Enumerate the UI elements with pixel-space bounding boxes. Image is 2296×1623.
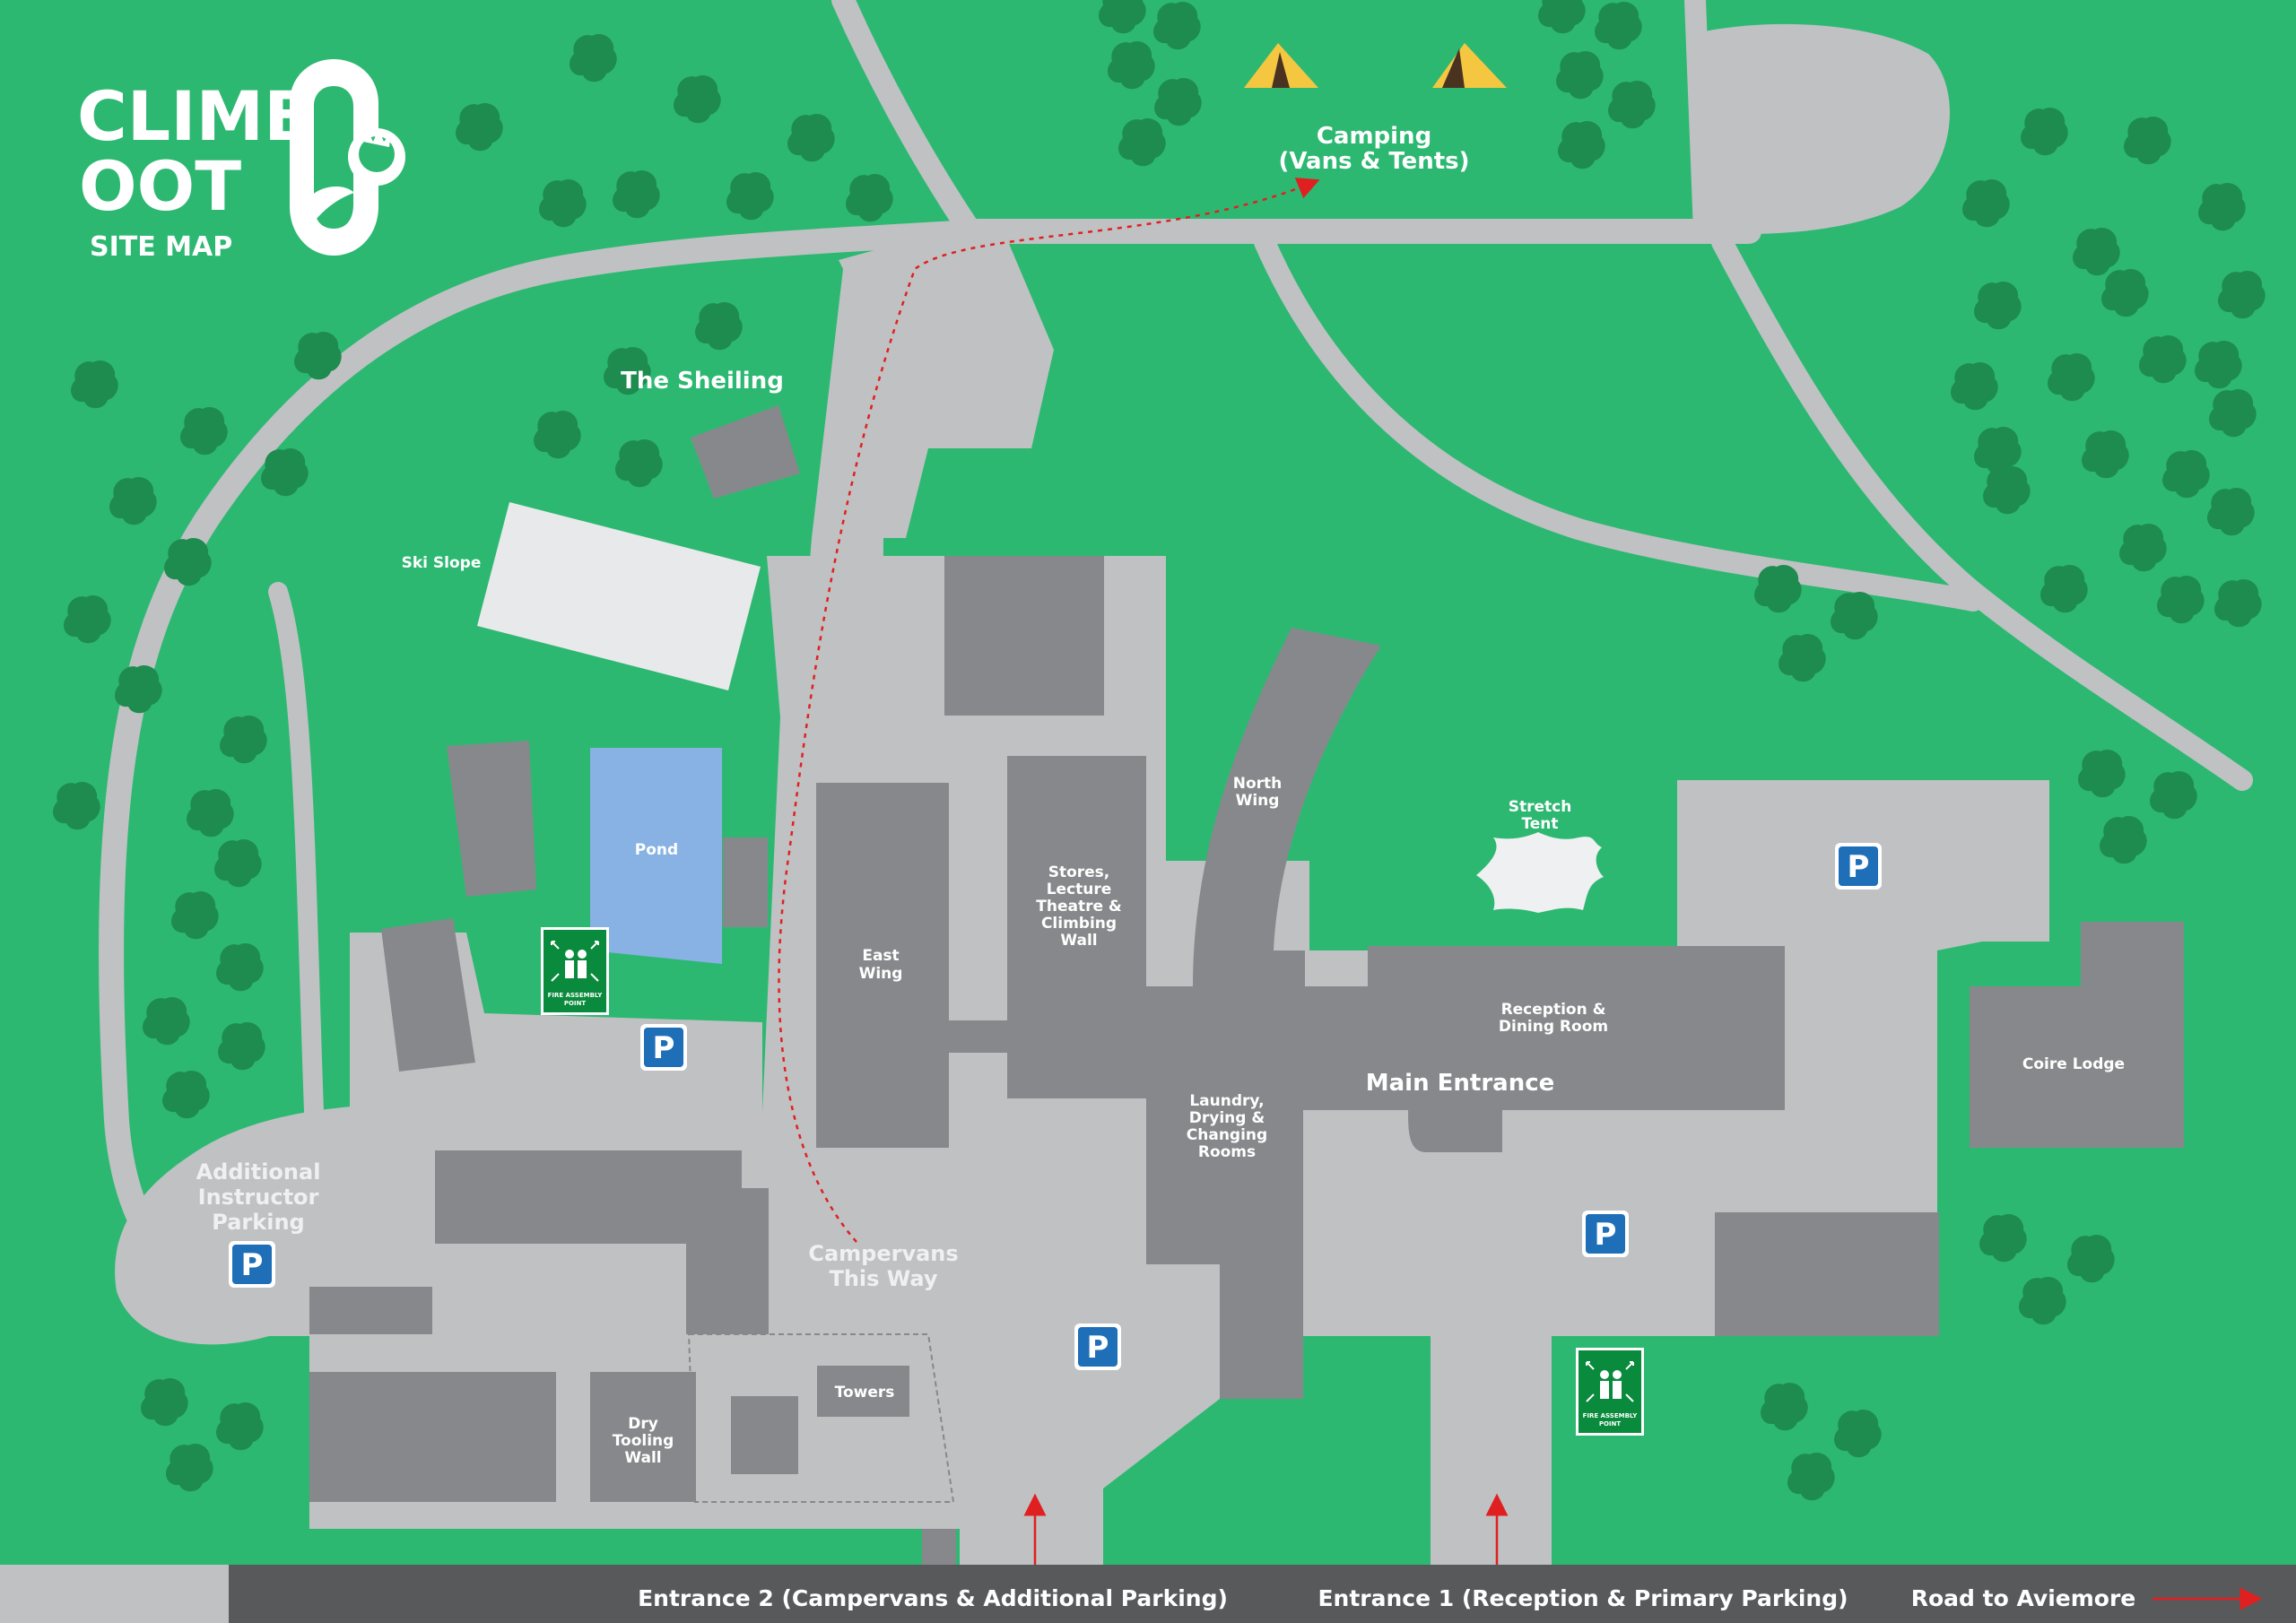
dry-tooling-label: Wall <box>624 1449 661 1467</box>
entrance-2-label: Entrance 2 (Campervans & Additional Park… <box>638 1585 1228 1611</box>
svg-text:FIRE ASSEMBLY: FIRE ASSEMBLY <box>548 992 604 999</box>
logo-line-2: OOT <box>79 146 241 226</box>
tent-icon <box>1432 43 1507 88</box>
stretch-tent-label: Tent <box>1521 815 1558 833</box>
north-wing-reception-laundry-building <box>1007 628 1785 1399</box>
svg-text:P: P <box>653 1030 675 1066</box>
ski-slope-label: Ski Slope <box>402 554 482 572</box>
stores-label: Stores, <box>1048 864 1110 881</box>
parking-icon[interactable]: P <box>1582 1211 1629 1257</box>
small-building-left-lower <box>381 918 475 1072</box>
stores-label: Wall <box>1060 932 1097 950</box>
additional-parking-label: Additional <box>196 1159 321 1185</box>
pond-label: Pond <box>635 841 678 859</box>
east-wing-label: East <box>862 947 899 965</box>
stores-label: Climbing <box>1041 915 1117 933</box>
svg-text:P: P <box>1848 849 1870 885</box>
coire-lodge-building <box>1970 922 2184 1148</box>
towers-building <box>817 1366 909 1417</box>
dry-tooling-wall-building <box>590 1372 696 1502</box>
fire-assembly-point-icon[interactable]: FIRE ASSEMBLY POINT <box>1576 1348 1644 1436</box>
building-lower-right <box>1715 1212 1939 1336</box>
camping-label: (Vans & Tents) <box>1278 148 1469 175</box>
footer-road-stub <box>0 1565 229 1623</box>
sheiling-label: The Sheiling <box>621 368 784 395</box>
road-to-aviemore-label: Road to Aviemore <box>1911 1585 2136 1611</box>
parking-icon[interactable]: P <box>640 1024 687 1071</box>
additional-parking-label: Parking <box>212 1210 304 1235</box>
stretch-tent-label: Stretch <box>1509 798 1572 816</box>
buildings <box>309 405 2184 1565</box>
reception-label: Dining Room <box>1499 1018 1608 1036</box>
building-north-block <box>944 556 1104 716</box>
small-building-left-upper <box>447 741 536 897</box>
coire-lodge-label: Coire Lodge <box>2022 1055 2125 1073</box>
stretch-tent-icon <box>1476 832 1604 913</box>
thistle-carabiner-icon <box>290 59 405 256</box>
tent-icon <box>1244 43 1318 88</box>
laundry-label: Rooms <box>1198 1143 1256 1161</box>
stores-building <box>1007 756 1146 1098</box>
pond <box>590 748 722 964</box>
campervans-label: Campervans <box>808 1241 958 1266</box>
ski-slope <box>477 502 761 690</box>
laundry-label: Changing <box>1187 1126 1267 1144</box>
towers-label: Towers <box>835 1384 895 1402</box>
stores-label: Lecture <box>1047 881 1112 898</box>
parking-icon[interactable]: P <box>229 1241 275 1288</box>
camping-label: Camping <box>1317 123 1431 150</box>
svg-text:POINT: POINT <box>564 1000 587 1007</box>
dry-tooling-label: Tooling <box>613 1432 674 1450</box>
dry-tooling-label: Dry <box>628 1415 658 1433</box>
climb-oot-logo: CLIMB OOT SITE MAP <box>77 59 405 263</box>
main-entrance-label: Main Entrance <box>1366 1070 1555 1097</box>
east-wing-building <box>816 783 949 1148</box>
svg-text:P: P <box>1595 1217 1617 1253</box>
logo-line-1: CLIMB <box>77 76 316 156</box>
svg-text:P: P <box>1087 1330 1109 1366</box>
entrance-1-label: Entrance 1 (Reception & Primary Parking) <box>1318 1585 1848 1611</box>
svg-text:POINT: POINT <box>1599 1420 1622 1428</box>
building-by-pond <box>723 838 768 927</box>
laundry-label: Laundry, <box>1189 1092 1264 1110</box>
laundry-label: Drying & <box>1189 1109 1265 1127</box>
north-wing-label: Wing <box>1236 792 1280 810</box>
svg-text:P: P <box>241 1247 264 1283</box>
the-sheiling-building <box>691 405 800 499</box>
fire-assembly-point-icon[interactable]: FIRE ASSEMBLY POINT <box>541 927 609 1015</box>
stores-label: Theatre & <box>1036 898 1122 916</box>
parking-icon[interactable]: P <box>1835 843 1882 890</box>
footer-bar <box>229 1565 2296 1623</box>
map-labels: Camping (Vans & Tents) The Sheiling Ski … <box>196 123 2126 1467</box>
svg-text:FIRE ASSEMBLY: FIRE ASSEMBLY <box>1583 1412 1639 1419</box>
parking-icon[interactable]: P <box>1074 1324 1121 1370</box>
north-wing-label: North <box>1233 775 1283 793</box>
reception-label: Reception & <box>1501 1001 1606 1019</box>
logo-subtitle: SITE MAP <box>90 231 232 263</box>
campervans-label: This Way <box>829 1266 937 1291</box>
additional-parking-label: Instructor <box>198 1185 319 1210</box>
east-wing-label: Wing <box>859 965 903 983</box>
